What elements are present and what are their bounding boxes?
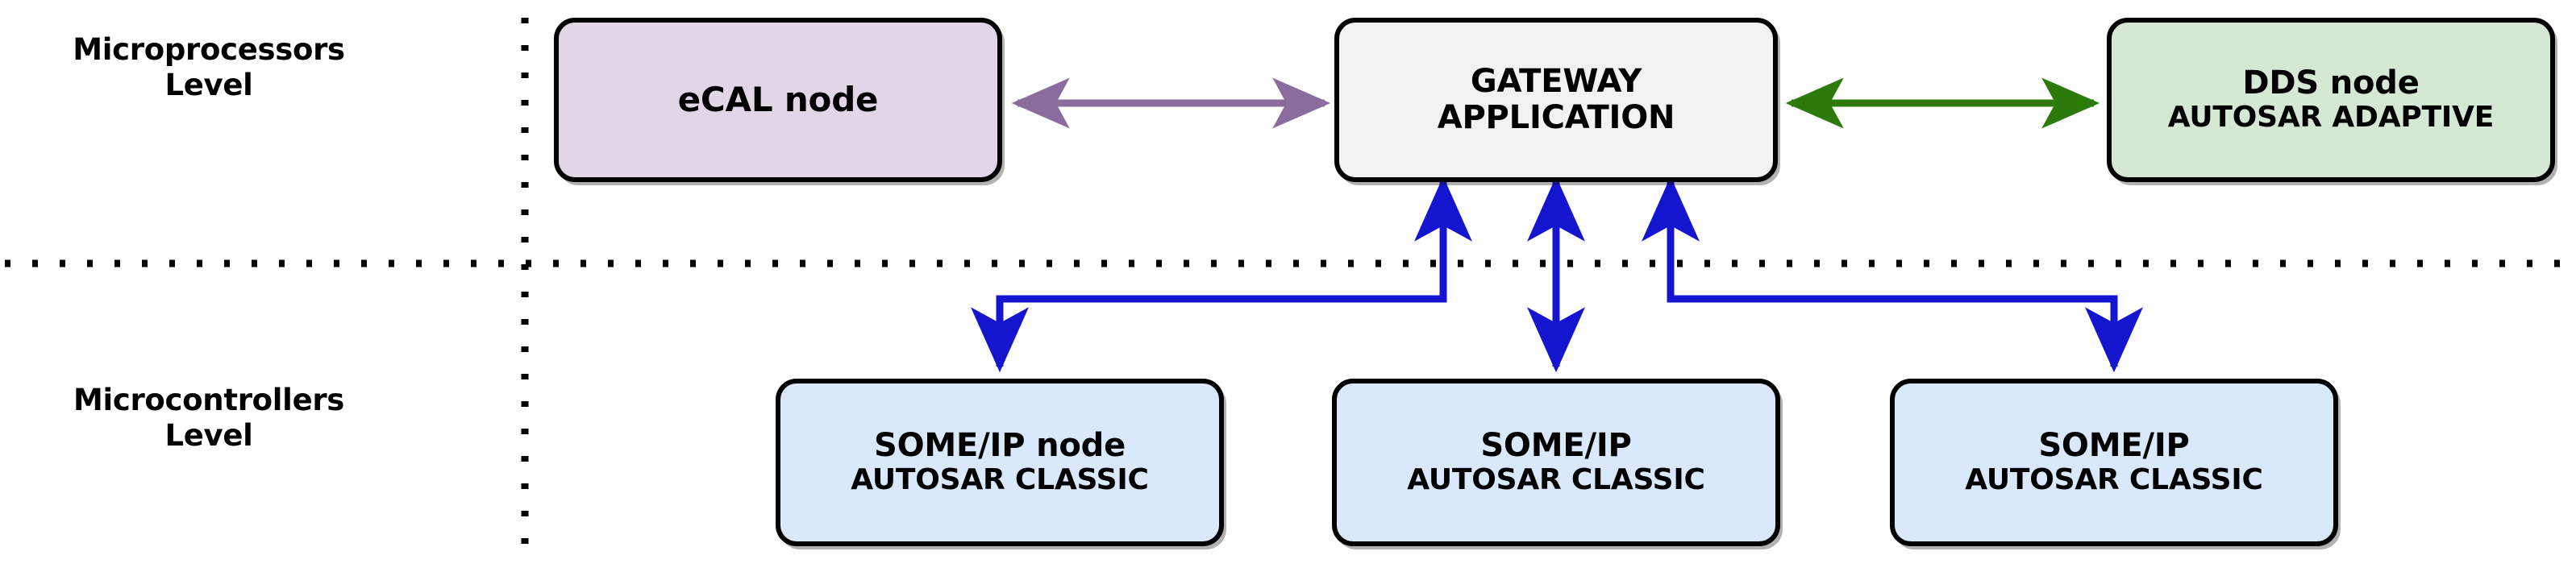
node-dds-subtitle: AUTOSAR ADAPTIVE — [2167, 101, 2495, 135]
connector-someip3-gateway — [1642, 176, 2143, 373]
node-someip-1-subtitle: AUTOSAR CLASSIC — [851, 463, 1149, 497]
node-someip-3-subtitle: AUTOSAR CLASSIC — [1965, 463, 2263, 497]
node-ecal[interactable]: eCAL node — [554, 18, 1002, 182]
level-label-microcontrollers: Microcontrollers Level — [19, 383, 398, 453]
node-someip-3[interactable]: SOME/IP AUTOSAR CLASSIC — [1890, 379, 2338, 546]
node-gateway-application[interactable]: GATEWAY APPLICATION — [1334, 18, 1778, 182]
node-someip-2[interactable]: SOME/IP AUTOSAR CLASSIC — [1332, 379, 1780, 546]
level-label-microcontrollers-line1: Microcontrollers — [73, 383, 345, 417]
node-someip-1-title: SOME/IP node — [874, 427, 1126, 465]
node-someip-3-title: SOME/IP — [2038, 427, 2190, 465]
level-label-microprocessors: Microprocessors Level — [19, 32, 398, 102]
node-gateway-title: GATEWAY — [1470, 63, 1642, 101]
node-dds-title: DDS node — [2242, 64, 2420, 102]
node-someip-1[interactable]: SOME/IP node AUTOSAR CLASSIC — [776, 379, 1224, 546]
level-label-microprocessors-line1: Microprocessors — [73, 32, 345, 67]
level-label-microcontrollers-line2: Level — [164, 417, 253, 453]
level-label-microprocessors-line2: Level — [164, 67, 253, 102]
connector-someip1-gateway — [971, 176, 1472, 373]
node-gateway-subtitle: APPLICATION — [1437, 99, 1675, 136]
node-dds[interactable]: DDS node AUTOSAR ADAPTIVE — [2107, 18, 2555, 182]
node-someip-2-title: SOME/IP — [1480, 427, 1632, 465]
node-someip-2-subtitle: AUTOSAR CLASSIC — [1407, 463, 1705, 497]
node-ecal-title: eCAL node — [677, 80, 879, 120]
